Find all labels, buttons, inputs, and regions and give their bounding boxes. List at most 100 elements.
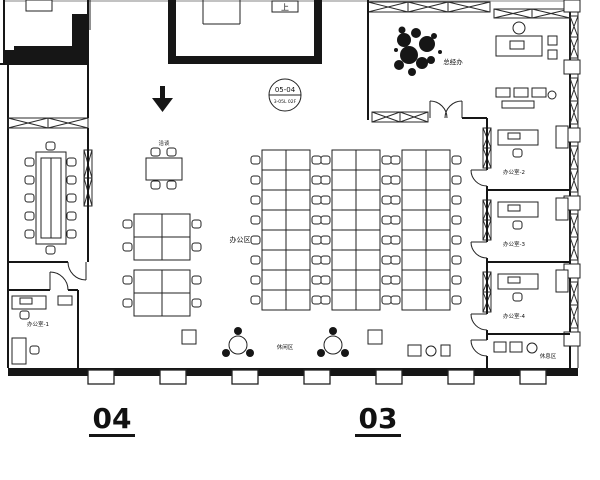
cabinet [555, 125, 569, 149]
office-3: 办公室-3 [470, 197, 569, 259]
side-unit [547, 35, 558, 46]
office-4: 办公室-4 [470, 269, 569, 331]
window-hatch [570, 214, 578, 237]
monitor-icon [507, 204, 521, 212]
window-hatch [368, 2, 408, 12]
chair-icon [29, 345, 40, 355]
door-arc [470, 313, 488, 331]
reception-table: 洽谈 [145, 139, 183, 190]
chair-icon [66, 229, 77, 239]
window-hatch [372, 112, 400, 122]
door-arc [67, 261, 87, 281]
stool [526, 342, 538, 354]
column-tab [159, 369, 187, 385]
cabinet [555, 197, 569, 221]
column-tab [447, 369, 475, 385]
door-arc [470, 339, 488, 357]
chair-icon [66, 175, 77, 185]
chair-icon [24, 229, 35, 239]
executive-desk [495, 35, 543, 57]
chair-icon [24, 175, 35, 185]
chair-icon [512, 148, 523, 158]
side-unit [547, 49, 558, 60]
plant-icon [394, 26, 442, 76]
open-office-label: 办公区 [230, 235, 251, 244]
window-hatch [570, 78, 578, 101]
monitor-icon [507, 276, 521, 284]
window-hatch [570, 169, 578, 192]
chair-icon [24, 193, 35, 203]
rest-room: 休息区 [470, 339, 557, 360]
chair-icon [150, 147, 161, 157]
office-2-label: 办公室-2 [503, 168, 525, 176]
window-hatch [570, 146, 578, 169]
stair-mass [72, 14, 88, 46]
window-hatch [570, 16, 578, 37]
sofa-set [495, 87, 557, 109]
cabinet [555, 269, 569, 293]
gm-office-label: 总经办 [443, 57, 463, 66]
stair-mass [4, 50, 14, 64]
door-arc [49, 271, 69, 291]
leisure-area: 休闲区 [181, 327, 383, 357]
desk-bank [321, 150, 391, 310]
door-arc [470, 241, 488, 259]
desk [497, 129, 539, 146]
office-1-label: 办公室-1 [27, 320, 49, 328]
side-table [367, 329, 383, 345]
grid-label-03: 03 [359, 402, 398, 435]
office-3-label: 办公室-3 [503, 240, 525, 248]
chair-icon [45, 141, 56, 151]
column-tab [87, 369, 115, 385]
column-tab [303, 369, 331, 385]
entry-arrow-icon [152, 86, 173, 112]
office-4-label: 办公室-4 [503, 312, 525, 320]
leisure-label: 休闲区 [277, 343, 294, 351]
window-hatch [408, 2, 448, 12]
chair-icon [166, 180, 177, 190]
window-hatch [8, 118, 48, 128]
monitor-icon [509, 40, 525, 50]
column-tab [519, 369, 547, 385]
desk [11, 337, 27, 365]
window-hatch [400, 112, 428, 122]
monitor-icon [19, 297, 33, 305]
chair-icon [66, 211, 77, 221]
window-hatch [494, 9, 532, 18]
desk-bank [251, 150, 321, 310]
chair-icon [45, 245, 56, 255]
window-hatch [48, 118, 88, 128]
reception-label: 洽谈 [158, 139, 170, 147]
desk-cluster [123, 214, 201, 260]
top-center-walls: 上 [89, 0, 322, 64]
open-office: 办公区 洽谈 05-04 3-05L 02F 休闲区 [123, 78, 461, 357]
right-offices: 办公室-2 办公室-3 办公室-4 休息区 [470, 118, 570, 368]
double-door [429, 100, 463, 119]
stair-direction-label: 上 [281, 3, 289, 12]
executive-chair [512, 21, 526, 35]
door-arc [470, 169, 488, 187]
shaft [25, 0, 53, 12]
desk-bank [391, 150, 461, 310]
window-hatch [570, 305, 578, 328]
chair-icon [512, 220, 523, 230]
window-hatch [570, 101, 578, 124]
round-table [323, 335, 343, 355]
monitor-icon [507, 132, 521, 140]
pantry-units [407, 344, 451, 357]
chair-icon [150, 180, 161, 190]
cabinet [57, 295, 73, 306]
column-tab [231, 369, 259, 385]
chair-icon [512, 292, 523, 302]
desk [497, 201, 539, 218]
column-tab [375, 369, 403, 385]
chair-icon [24, 157, 35, 167]
service-core [0, 0, 89, 118]
office-2: 办公室-2 [470, 125, 569, 187]
detail-bubble: 05-04 3-05L 02F [268, 78, 302, 112]
office-1: 办公室-1 [8, 271, 79, 368]
chair-icon [66, 193, 77, 203]
window-hatch [570, 282, 578, 305]
